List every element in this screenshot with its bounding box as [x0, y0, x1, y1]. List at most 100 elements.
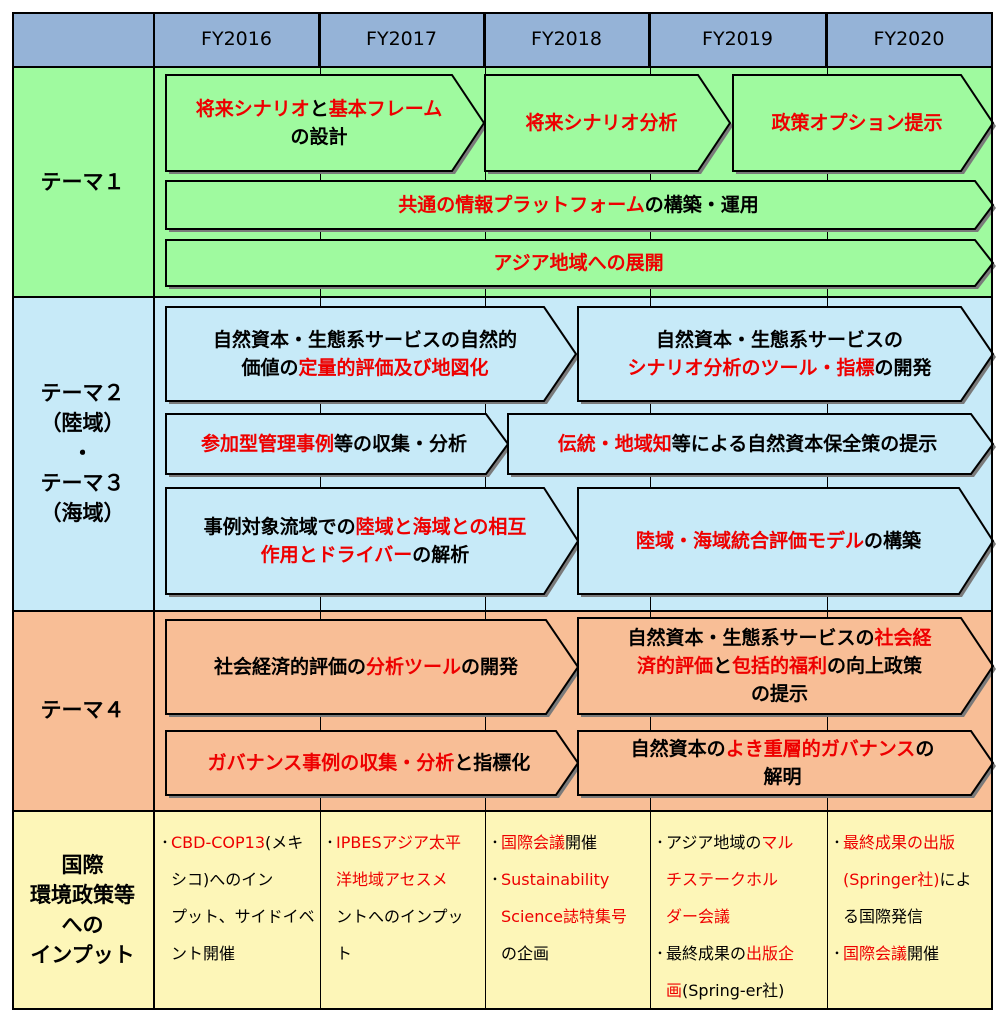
- plain-text: の提示: [750, 683, 808, 705]
- plain-text: 等による自然資本保全策の提示: [671, 433, 938, 455]
- arrow-text-line: シナリオ分析のツール・指標の開発: [627, 354, 931, 382]
- arrow-policy-options: 政策オプション提示: [732, 74, 996, 174]
- arrow-text-socio-tools: 社会経済的評価の分析ツールの開発: [166, 620, 560, 714]
- arrow-text-policy-options: 政策オプション提示: [733, 75, 975, 171]
- arrow-text-integrated-model: 陸域・海域統合評価モデルの構築: [578, 488, 973, 594]
- arrow-shape-info-platform: [165, 180, 996, 232]
- bullet-dot: ･: [833, 944, 842, 963]
- input-line: Sustainability: [501, 861, 646, 898]
- input-line: る国際発信: [843, 898, 989, 935]
- arrow-shape-asia-expansion: [165, 239, 996, 289]
- input-cell-fy2017: ･IPBESアジア太平洋地域アセスメントへのインプット: [320, 818, 485, 972]
- arrow-shape-scenario-analysis: [484, 74, 733, 174]
- emphasis-text: 最終成果の出版: [843, 833, 956, 852]
- emphasis-text: ダー会議: [666, 907, 731, 926]
- arrow-shape-socio-tools: [165, 619, 581, 717]
- row-divider-4: [12, 810, 993, 812]
- arrow-body-policy-options: [732, 74, 995, 172]
- emphasis-text: シナリオ分析のツール・指標: [627, 357, 875, 379]
- plain-text: 自然資本・生態系サービスの: [655, 329, 903, 351]
- input-item-text: 国際会議開催: [501, 824, 646, 861]
- arrow-body-multilayer-governance: [577, 730, 995, 796]
- arrow-shape-land-sea-interaction: [165, 487, 581, 597]
- emphasis-text: 共通の情報プラットフォーム: [398, 194, 645, 216]
- arrow-text-line: ガバナンス事例の収集・分析と指標化: [208, 749, 531, 777]
- input-line: 国際会議開催: [843, 935, 989, 972]
- arrow-traditional-knowledge: 伝統・地域知等による自然資本保全策の提示: [507, 413, 996, 477]
- arrow-info-platform: 共通の情報プラットフォームの構築・運用: [165, 180, 996, 232]
- bullet-dot: ･: [833, 833, 842, 852]
- emphasis-text: 分析ツール: [365, 656, 461, 678]
- arrow-shape-quantitative-eval: [165, 306, 579, 404]
- arrow-scenario-framework: 将来シナリオと基本フレームの設計: [165, 74, 487, 174]
- arrow-scenario-analysis: 将来シナリオ分析: [484, 74, 733, 174]
- input-line: 画(Spring-er社): [666, 972, 823, 1009]
- arrow-shape-scenario-tools: [577, 306, 996, 404]
- arrow-text-line: アジア地域への展開: [493, 249, 663, 277]
- plain-text: ト: [336, 944, 353, 963]
- plain-text: と: [712, 655, 732, 677]
- plain-text: の構築: [864, 530, 922, 552]
- bullet-dot: ･: [656, 944, 665, 963]
- bullet-dot: ･: [656, 833, 665, 852]
- arrow-text-line: 共通の情報プラットフォームの構築・運用: [398, 191, 758, 219]
- arrow-text-scenario-tools: 自然資本・生態系サービスのシナリオ分析のツール・指標の開発: [578, 307, 975, 401]
- row-divider-1: [12, 66, 993, 68]
- emphasis-text: チステークホル: [666, 870, 779, 889]
- input-line: プット、サイドイベ: [171, 898, 316, 935]
- plain-text: (メキ: [265, 833, 304, 852]
- bullet-dot: ･: [491, 870, 500, 889]
- arrow-multilayer-governance: 自然資本のよき重層的ガバナンスの解明: [577, 730, 996, 798]
- arrow-text-line: 自然資本のよき重層的ガバナンスの: [631, 735, 935, 763]
- emphasis-text: 陸域・海域統合評価モデル: [635, 530, 864, 552]
- arrow-land-sea-interaction: 事例対象流域での陸域と海域との相互作用とドライバーの解析: [165, 487, 581, 597]
- plain-text: と: [309, 98, 329, 120]
- arrow-text-governance-cases: ガバナンス事例の収集・分析と指標化: [166, 731, 566, 795]
- arrow-governance-cases: ガバナンス事例の収集・分析と指標化: [165, 730, 581, 798]
- bullet-dot: ･: [326, 833, 335, 852]
- input-item-text: 国際会議開催: [843, 935, 989, 972]
- input-item-text: アジア地域のマルチステークホルダー会議: [666, 824, 823, 935]
- arrow-integrated-model: 陸域・海域統合評価モデルの構築: [577, 487, 996, 597]
- arrow-text-line: 将来シナリオと基本フレーム: [196, 95, 442, 123]
- plain-text: 開催: [565, 833, 598, 852]
- arrow-text-scenario-framework: 将来シナリオと基本フレームの設計: [166, 75, 466, 171]
- input-line: 最終成果の出版: [843, 824, 989, 861]
- arrow-body-socio-eval-policy: [577, 617, 995, 715]
- plain-text: によ: [939, 870, 972, 889]
- plain-text: ント: [336, 907, 369, 926]
- plain-text: と指標化: [454, 752, 531, 774]
- plain-text: の解析: [412, 544, 470, 566]
- arrow-text-asia-expansion: アジア地域への展開: [166, 240, 985, 286]
- input-cell-fy2016: ･CBD-COP13(メキシコ)へのインプット、サイドイベント開催: [155, 818, 320, 972]
- arrow-body-quantitative-eval: [165, 306, 578, 402]
- arrow-scenario-tools: 自然資本・生態系サービスのシナリオ分析のツール・指標の開発: [577, 306, 996, 404]
- input-item: ･最終成果の出版企画(Spring-er社): [656, 935, 823, 1009]
- input-line: ダー会議: [666, 898, 823, 935]
- row-label-theme23: テーマ２ （陸域） ・ テーマ３ （海域）: [12, 296, 155, 610]
- arrow-shape-traditional-knowledge: [507, 413, 996, 477]
- arrow-text-line: 政策オプション提示: [771, 109, 942, 137]
- arrow-quantitative-eval: 自然資本・生態系サービスの自然的価値の定量的評価及び地図化: [165, 306, 579, 404]
- emphasis-text: 画: [666, 981, 683, 1000]
- emphasis-text: 陸域と海域との相互: [355, 516, 527, 538]
- arrow-text-line: 伝統・地域知等による自然資本保全策の提示: [558, 430, 937, 458]
- arrow-text-participatory-cases: 参加型管理事例等の収集・分析: [166, 414, 496, 474]
- year-header-fy2016: FY2016: [155, 12, 320, 66]
- emphasis-text: 社会経: [874, 627, 932, 649]
- arrow-shape-governance-cases: [165, 730, 581, 798]
- plain-text: の: [915, 738, 935, 760]
- arrow-text-line: 事例対象流域での陸域と海域との相互: [204, 513, 527, 541]
- arrow-asia-expansion: アジア地域への展開: [165, 239, 996, 289]
- plain-text: 社会経済的評価の: [213, 656, 366, 678]
- input-cell-fy2019: ･アジア地域のマルチステークホルダー会議･最終成果の出版企画(Spring-er…: [650, 818, 827, 1009]
- emphasis-text: 作用とドライバー: [260, 544, 413, 566]
- emphasis-text: 済的評価: [636, 655, 713, 677]
- arrow-text-land-sea-interaction: 事例対象流域での陸域と海域との相互作用とドライバーの解析: [166, 488, 558, 594]
- arrow-body-integrated-model: [577, 487, 995, 595]
- input-line: ント開催: [171, 935, 316, 972]
- arrow-text-scenario-analysis: 将来シナリオ分析: [485, 75, 712, 171]
